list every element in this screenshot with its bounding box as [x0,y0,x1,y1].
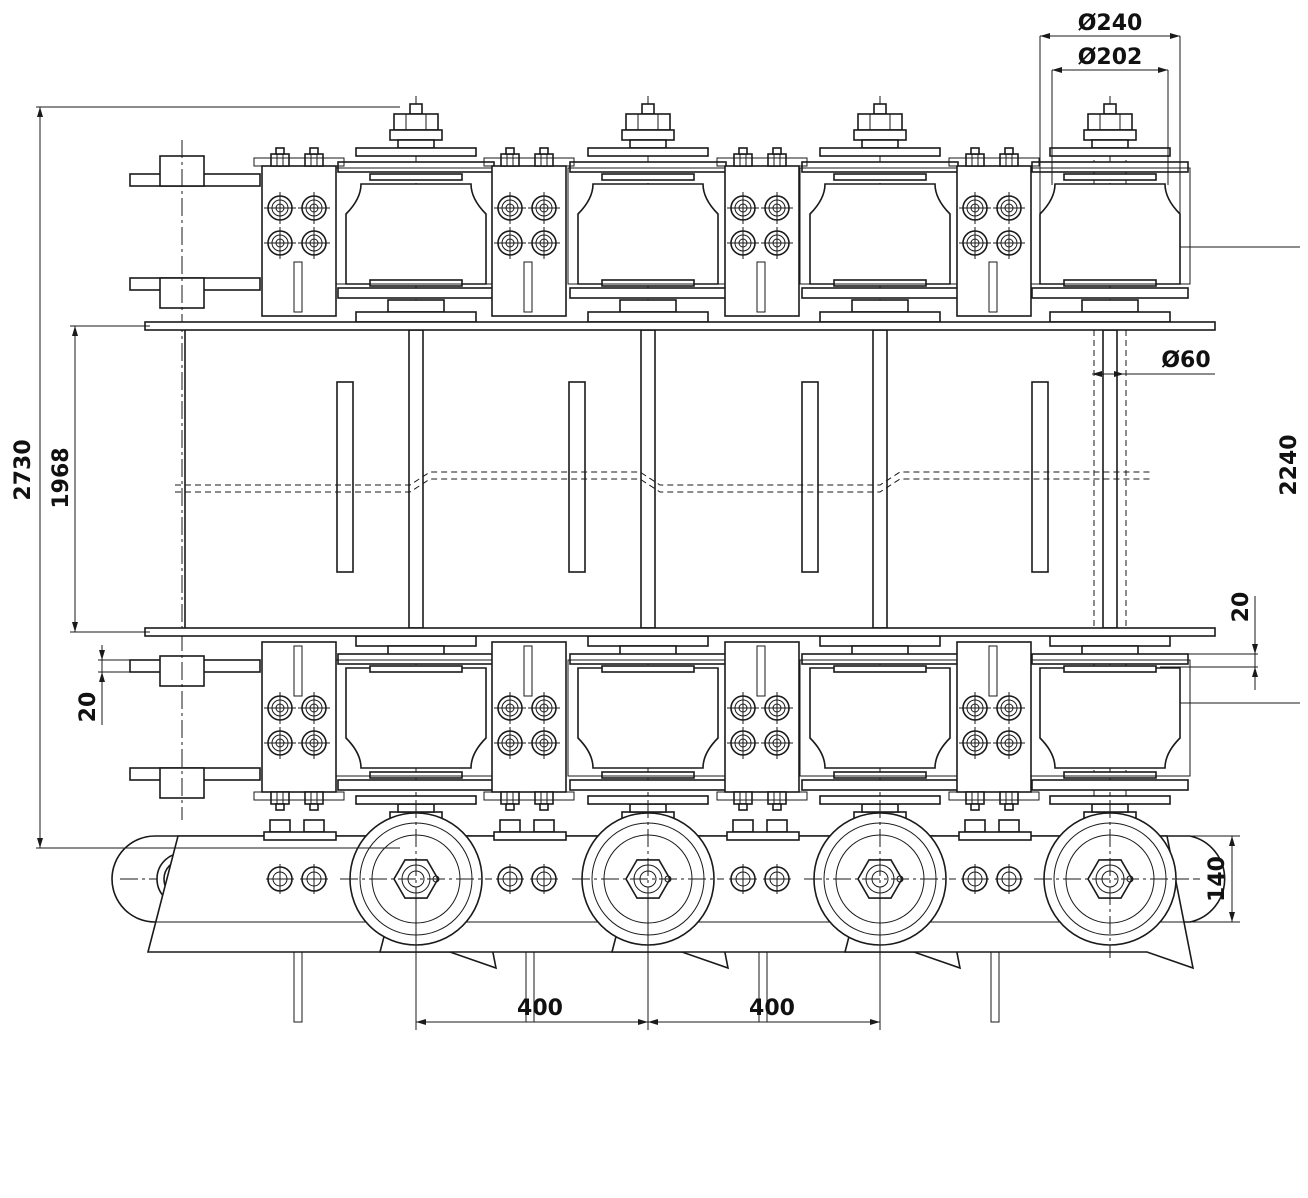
roller [569,653,727,791]
small-nut [999,791,1019,805]
dim-arrow [870,1019,880,1025]
dim-20-right: 20 [1229,592,1254,623]
small-nut [304,791,324,805]
plate-slot [568,381,586,573]
wheel [572,800,724,958]
hex-nut [1087,113,1133,131]
plate-slot [336,381,354,573]
side-bolt [266,819,294,894]
side-bolt [729,819,757,894]
end-link [129,140,261,820]
roller [801,161,959,299]
dim-arrow [1158,67,1168,73]
small-nut [500,791,520,805]
small-nut [999,153,1019,167]
dim-arrow [1252,644,1258,654]
post [990,951,1000,1023]
dim-arrow [1170,33,1180,39]
link-block [483,147,575,811]
small-nut [270,791,290,805]
hex-nut [857,113,903,131]
axle [799,96,961,870]
dim-arrow [37,838,43,848]
small-nut [733,153,753,167]
dimension-lines [36,33,1300,1030]
dim-d60: Ø60 [1161,348,1210,373]
dim-400-a: 400 [517,996,563,1021]
dim-20-left: 20 [76,692,101,723]
dim-arrow [648,1019,658,1025]
small-nut [733,791,753,805]
side-bolt [496,819,524,894]
small-nut [767,153,787,167]
link-block [948,147,1040,811]
dim-arrow [99,672,105,682]
dim-140: 140 [1205,856,1230,902]
side-bolt [300,819,328,894]
dim-arrow [416,1019,426,1025]
axle [567,96,729,870]
small-nut [270,153,290,167]
dim-1968: 1968 [49,447,74,508]
axle [335,96,497,870]
roller [1031,653,1189,791]
dim-arrow [72,622,78,632]
dim-arrow [72,326,78,336]
dim-2240: 2240 [1277,434,1302,495]
dim-arrow [1252,667,1258,677]
small-nut [965,791,985,805]
side-bolt [995,819,1023,894]
small-nut [965,153,985,167]
small-nut [500,153,520,167]
small-nut [304,153,324,167]
side-view [111,800,1226,1023]
dim-400-b: 400 [749,996,795,1021]
roller [337,161,495,299]
hex-nut [625,113,671,131]
link-block [253,147,345,811]
small-nut [534,153,554,167]
dim-d202: Ø202 [1078,45,1143,70]
hex-nut [393,113,439,131]
dim-arrow [1052,67,1062,73]
dim-arrow [99,650,105,660]
roller [337,653,495,791]
dim-arrow [1092,371,1102,377]
dim-arrow [1229,836,1235,846]
roller [1031,161,1189,299]
dim-arrow [1229,912,1235,922]
roller [569,161,727,299]
axle [1029,96,1191,870]
side-bolt [763,819,791,894]
plan-view [129,96,1216,870]
small-nut [534,791,554,805]
dim-d240: Ø240 [1078,11,1143,36]
plate-slot [801,381,819,573]
dim-arrow [1040,33,1050,39]
plate-slot [1031,381,1049,573]
post [293,951,303,1023]
dim-arrow [1114,371,1124,377]
side-bolt [530,819,558,894]
side-bolt [961,819,989,894]
link-block [716,147,808,811]
small-nut [767,791,787,805]
wheel [1034,800,1186,958]
dim-arrow [638,1019,648,1025]
roller [801,653,959,791]
dim-2730: 2730 [11,439,36,500]
dim-arrow [37,107,43,117]
